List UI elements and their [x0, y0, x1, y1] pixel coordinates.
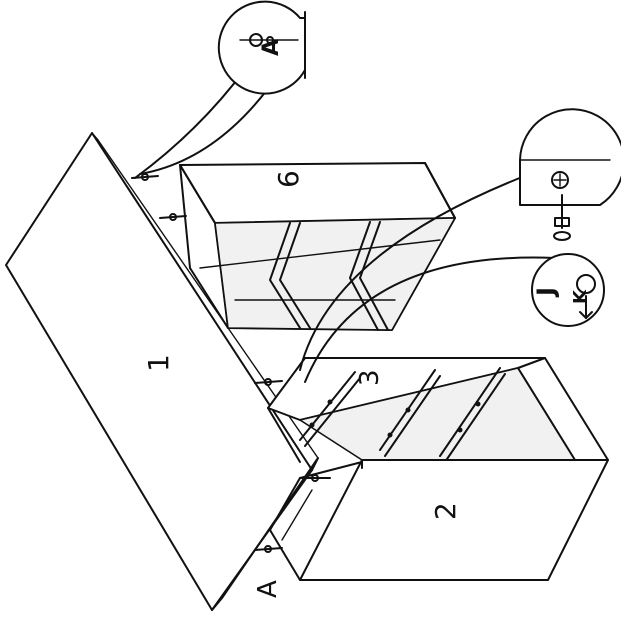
part-label-side-cabinet: 2 — [429, 502, 462, 520]
part-label-top-panel: 1 — [142, 354, 175, 372]
cam-callout: J K — [299, 108, 621, 383]
part-label-drawer-module: 3 — [355, 369, 385, 386]
dowel-callout-label: A — [259, 39, 284, 56]
side-cabinet — [269, 459, 609, 581]
drawer-module — [267, 357, 609, 463]
cam-lock-icon — [551, 171, 569, 189]
screwdriver-icon — [553, 194, 571, 241]
dowel-callout: A — [134, 0, 306, 179]
dowel-side-label: A — [253, 580, 283, 598]
part-label-shelf-unit: 6 — [272, 170, 305, 188]
shelf-unit — [179, 162, 456, 331]
cam-callout-label: J — [532, 287, 560, 298]
dowel-icon — [131, 173, 331, 553]
cam-letter-label: K — [570, 289, 591, 304]
